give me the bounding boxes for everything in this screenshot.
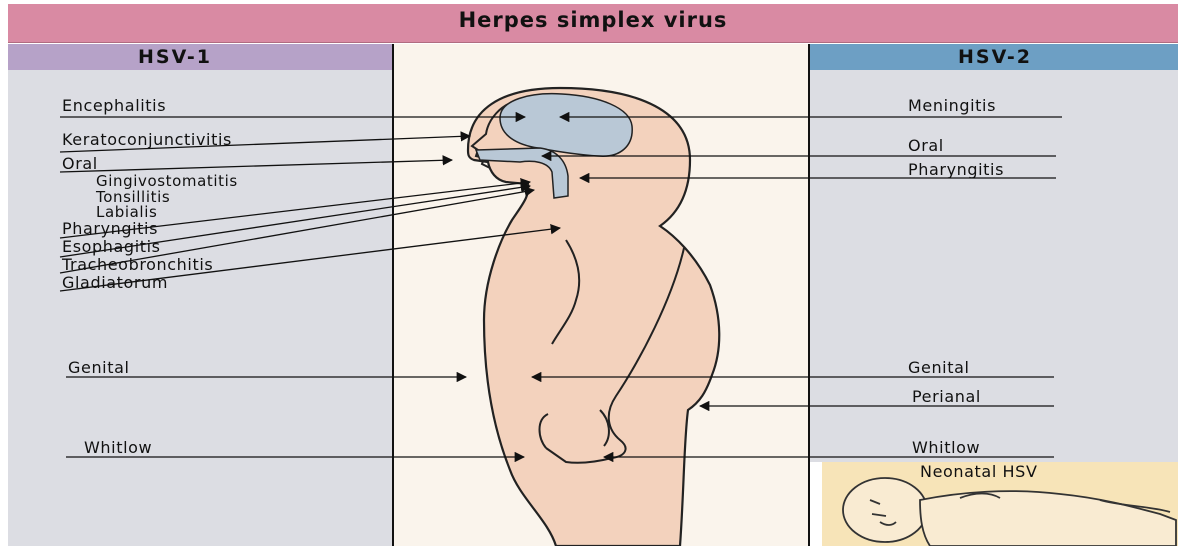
label-pharyngitis-hsv2: Pharyngitis [908, 160, 1004, 179]
label-whitlow-hsv1: Whitlow [84, 438, 152, 457]
label-oral-hsv2: Oral [908, 136, 944, 155]
label-meningitis: Meningitis [908, 96, 996, 115]
label-tracheobronchitis: Tracheobronchitis [62, 255, 213, 274]
neonate-sketch [843, 478, 1176, 546]
label-oral-hsv1: Oral [62, 154, 98, 173]
label-whitlow-hsv2: Whitlow [912, 438, 980, 457]
label-gladiatorum: Gladiatorum [62, 273, 168, 292]
label-neonatal-hsv: Neonatal HSV [920, 462, 1038, 481]
label-genital-hsv2: Genital [908, 358, 970, 377]
label-esophagitis: Esophagitis [62, 237, 161, 256]
label-keratoconjunctivitis: Keratoconjunctivitis [62, 130, 232, 149]
label-genital-hsv1: Genital [68, 358, 130, 377]
label-encephalitis: Encephalitis [62, 96, 166, 115]
label-perianal: Perianal [912, 387, 981, 406]
label-pharyngitis-hsv1: Pharyngitis [62, 219, 158, 238]
